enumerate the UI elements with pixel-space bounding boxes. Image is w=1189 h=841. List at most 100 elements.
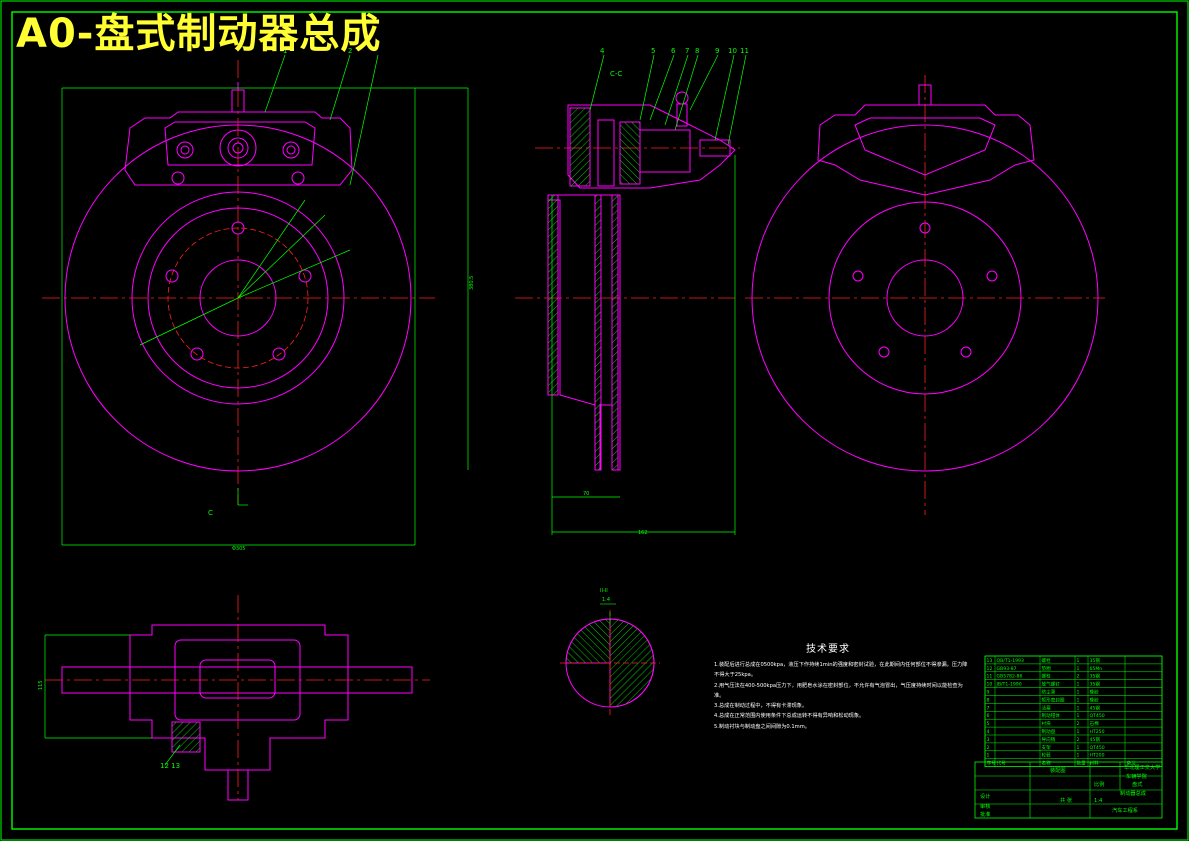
parts-list-cell: 4 — [987, 729, 990, 735]
parts-list-cell: 12 — [987, 666, 993, 672]
parts-list-cell: 11 — [987, 674, 993, 680]
parts-list-cell: 衬块 — [1042, 720, 1052, 727]
section-view — [515, 54, 747, 535]
parts-list-cell: 矩形密封圈 — [1042, 696, 1065, 703]
parts-list-cell: 1 — [1077, 658, 1080, 664]
drawing-number: 汽车工程系 — [1112, 806, 1138, 814]
detail-view — [560, 603, 660, 715]
parts-list-cell: HT200 — [1090, 753, 1105, 759]
dept-name: 车辆学院 — [1126, 772, 1148, 780]
tech-requirements-heading: 技术要求 — [806, 644, 850, 655]
drawing-name-2: 制动器总成 — [1120, 789, 1146, 797]
bottom-part-numbers: 12 13 — [160, 762, 180, 770]
part-number-label: 2 — [348, 47, 352, 55]
parts-list-cell: 防尘罩 — [1042, 689, 1056, 696]
tech-requirement-item: 4.总成在正常范围内使用条件下总成运转不得有异响和松动现象。 — [714, 713, 865, 720]
parts-list-cell: 制动盘 — [1042, 728, 1056, 735]
parts-list-cell: 7 — [987, 705, 990, 711]
drawing-title: A0-盘式制动器总成 — [16, 11, 382, 57]
parts-list-cell: 活塞 — [1042, 704, 1052, 711]
parts-list-cell: 45钢 — [1090, 704, 1101, 711]
parts-list-cell: 材料 — [1090, 760, 1100, 767]
assembly-label: 装配图 — [1050, 766, 1066, 774]
parts-list-cell: 1 — [1077, 697, 1080, 703]
school-name: 华北理工交大学 — [1124, 763, 1160, 771]
parts-list-cell: 5 — [987, 721, 990, 727]
parts-list-cell: HT250 — [1090, 729, 1105, 735]
parts-list-cell: 序号 — [987, 760, 997, 767]
title-block — [974, 761, 1163, 819]
approve-label: 批准 — [980, 810, 990, 818]
part-number-label: 4 — [600, 47, 605, 55]
side-inner-dim: 70 — [583, 491, 589, 497]
tech-requirement-item: 5.制动衬块与制动盘之间间隙为0.1mm。 — [714, 723, 810, 730]
bottom-height-dim: 115 — [38, 680, 44, 690]
parts-list-cell: 2 — [1077, 737, 1080, 743]
part-number-label: 10 — [728, 47, 737, 55]
parts-list-cell: 10 — [987, 682, 993, 688]
parts-list-cell: 名称 — [1042, 760, 1052, 767]
parts-list-cell: 1 — [1077, 666, 1080, 672]
front-height-dim: 380.5 — [469, 276, 475, 290]
parts-list-cell: 数量 — [1077, 760, 1087, 767]
parts-list-cell: 65Mn — [1090, 666, 1103, 672]
title-block-text: 华北理工交大学 车辆学院 盘式 制动器总成 汽车工程系 装配图 设计 审核 批准… — [980, 763, 1160, 818]
designer-label: 设计 — [980, 792, 990, 800]
detail-scale: 1:4 — [602, 597, 610, 603]
section-label: C-C — [610, 70, 622, 78]
part-number-label: 9 — [715, 47, 719, 55]
drawing-name-1: 盘式 — [1132, 780, 1143, 788]
part-number-label: 11 — [740, 47, 749, 55]
parts-list-cell: 橡胶 — [1090, 696, 1100, 703]
parts-list-cell: 3 — [987, 737, 990, 743]
parts-list-cell: 1 — [1077, 705, 1080, 711]
parts-list-cell: 导向销 — [1042, 736, 1056, 743]
tech-requirement-item: 1.装配后进行总成在0500kpa，液压下作持续1min的强度和密封试验，在此期… — [714, 662, 968, 679]
parts-list-cell: 1 — [1077, 682, 1080, 688]
parts-list-cell: 轮毂 — [1042, 752, 1052, 759]
parts-list-cell: 制动钳体 — [1042, 712, 1061, 719]
bottom-view — [44, 595, 430, 801]
parts-list-cell: 2 — [1077, 721, 1080, 727]
parts-list-cell: 石棉 — [1090, 720, 1100, 727]
parts-list-cell: 螺栓 — [1042, 657, 1052, 664]
parts-list-cell: 备注 — [1127, 760, 1137, 767]
parts-list-cell: 2 — [987, 745, 990, 751]
scale-label: 比例 — [1094, 780, 1104, 788]
sheet-label: 共 张 — [1060, 796, 1073, 804]
parts-list-cell: 8 — [987, 697, 990, 703]
parts-list-cell: 45钢 — [1090, 736, 1101, 743]
parts-list-cell: 2 — [1077, 674, 1080, 680]
tech-requirements-list: 1.装配后进行总成在0500kpa，液压下作持续1min的强度和密封试验，在此期… — [714, 660, 969, 732]
parts-list-cell: 1 — [1077, 753, 1080, 759]
parts-list-cell: GB5782-86 — [997, 674, 1023, 680]
tech-requirement-item: 2.用气压法在400-500kpa压力下，用肥皂水涂在密封部位，不允许有气泡冒出… — [714, 682, 963, 699]
part-number-label: 8 — [695, 47, 699, 55]
parts-list-cell: 35钢 — [1090, 673, 1101, 680]
parts-list-cell: 橡胶 — [1090, 689, 1100, 696]
parts-list-cell: 13 — [987, 658, 993, 664]
inner-frame — [11, 11, 1178, 830]
parts-list-cell: 1 — [1077, 745, 1080, 751]
part-number-label: 5 — [651, 47, 655, 55]
parts-list-cell: 6 — [987, 713, 990, 719]
parts-list-cell: QT450 — [1090, 713, 1105, 719]
part-number-label: 6 — [671, 47, 676, 55]
side-width-dim: 162 — [638, 530, 648, 536]
parts-list-cell: 垫圈 — [1042, 665, 1052, 672]
front-view — [42, 54, 469, 546]
parts-list-cell: 9 — [987, 690, 990, 696]
front-width-dim: Φ305 — [232, 546, 245, 552]
parts-list-cell: 35钢 — [1090, 657, 1101, 664]
detail-label: II-II — [600, 588, 608, 594]
parts-list-cell: 代号 — [997, 760, 1007, 767]
parts-list-cell: GB93-87 — [997, 666, 1017, 672]
parts-list-cell: 支架 — [1042, 744, 1052, 751]
parts-list-cell: 1 — [1077, 713, 1080, 719]
parts-list-cell: 1 — [1077, 690, 1080, 696]
section-mark: C — [208, 509, 213, 517]
part-number-label: 7 — [685, 47, 689, 55]
